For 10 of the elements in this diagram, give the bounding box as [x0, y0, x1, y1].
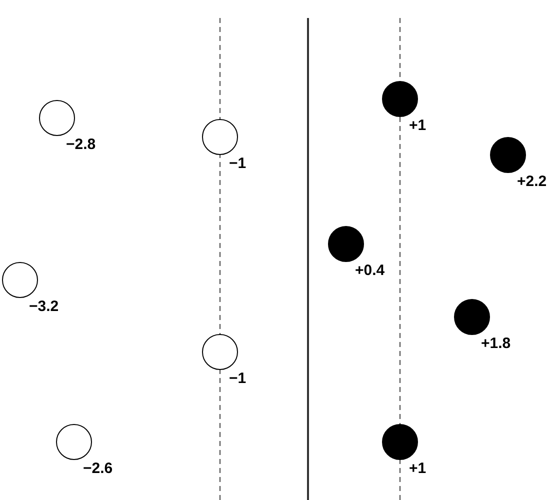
value-label: −1 — [229, 371, 246, 387]
value-label: −3.2 — [29, 299, 59, 315]
value-label: +0.4 — [355, 263, 385, 279]
value-label: −1 — [229, 156, 246, 172]
value-label: −2.8 — [66, 137, 96, 153]
value-label: +1 — [409, 461, 426, 477]
value-label: −2.6 — [83, 461, 113, 477]
value-label: +2.2 — [517, 174, 547, 190]
value-label: +1 — [409, 118, 426, 134]
value-label: +1.8 — [481, 336, 511, 352]
